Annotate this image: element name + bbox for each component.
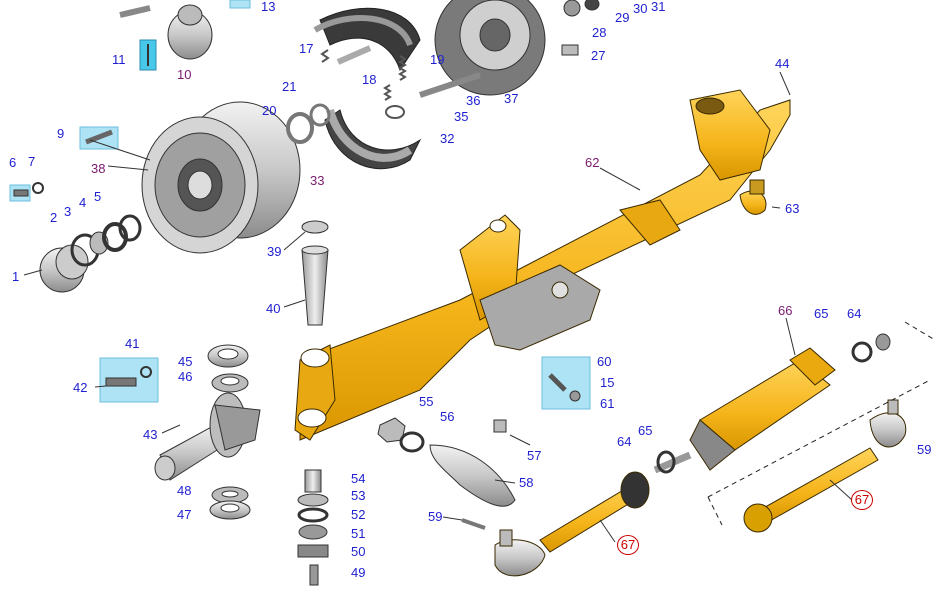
- bolt-tag-42: [99, 357, 159, 403]
- callout-61[interactable]: 61: [600, 396, 615, 411]
- callout-17[interactable]: 17: [299, 41, 314, 56]
- tie-rod-upper: [743, 399, 907, 533]
- brake-drum: [141, 101, 301, 254]
- callout-20[interactable]: 20: [262, 103, 277, 118]
- clip-17: [320, 49, 330, 63]
- callout-27[interactable]: 27: [591, 48, 606, 63]
- steering-arm-63: [739, 179, 767, 215]
- assembly-bracket-outline: [707, 321, 935, 526]
- callout-48[interactable]: 48: [177, 483, 192, 498]
- callout-51[interactable]: 51: [351, 526, 366, 541]
- callout-47[interactable]: 47: [177, 507, 192, 522]
- callout-67-upper[interactable]: 67: [851, 490, 873, 510]
- callout-35[interactable]: 35: [454, 109, 469, 124]
- callout-56[interactable]: 56: [440, 409, 455, 424]
- callout-60[interactable]: 60: [597, 354, 612, 369]
- callout-7[interactable]: 7: [28, 154, 36, 169]
- callout-64-lower[interactable]: 64: [617, 434, 632, 449]
- callout-45[interactable]: 45: [178, 354, 193, 369]
- callout-64-upper[interactable]: 64: [847, 306, 862, 321]
- callout-43[interactable]: 43: [143, 427, 158, 442]
- callout-55[interactable]: 55: [419, 394, 434, 409]
- callout-44[interactable]: 44: [775, 56, 790, 71]
- callout-37[interactable]: 37: [504, 91, 519, 106]
- callout-42[interactable]: 42: [73, 380, 88, 395]
- callout-58[interactable]: 58: [519, 475, 534, 490]
- hub-cap-and-seals: [9, 182, 142, 293]
- callout-62[interactable]: 62: [585, 155, 600, 170]
- return-springs: [383, 55, 407, 119]
- steering-knuckle: [154, 392, 261, 481]
- callout-10[interactable]: 10: [177, 67, 192, 82]
- callout-29[interactable]: 29: [615, 10, 630, 25]
- callout-59-lower[interactable]: 59: [428, 509, 443, 524]
- callout-49[interactable]: 49: [351, 565, 366, 580]
- wheel-stud: [79, 126, 119, 150]
- pin-and-nut-top-left: [119, 0, 251, 71]
- callout-18[interactable]: 18: [362, 72, 377, 87]
- callout-66[interactable]: 66: [778, 303, 793, 318]
- king-pin: [301, 220, 329, 326]
- callout-57[interactable]: 57: [527, 448, 542, 463]
- callout-36[interactable]: 36: [466, 93, 481, 108]
- callout-11[interactable]: 11: [112, 52, 126, 67]
- callout-3[interactable]: 3: [64, 204, 72, 219]
- callout-19[interactable]: 19: [430, 52, 445, 67]
- callout-13[interactable]: 13: [261, 0, 276, 14]
- brake-shoes: [286, 7, 422, 170]
- callout-31[interactable]: 31: [651, 0, 666, 14]
- callout-52[interactable]: 52: [351, 507, 366, 522]
- callout-65-upper[interactable]: 65: [814, 306, 829, 321]
- callout-63[interactable]: 63: [785, 201, 800, 216]
- callout-30[interactable]: 30: [633, 1, 648, 16]
- axle-beam: [294, 89, 791, 441]
- callout-40[interactable]: 40: [266, 301, 281, 316]
- power-cylinder: [653, 333, 891, 474]
- bolt-stack: [297, 469, 329, 586]
- callout-59-right[interactable]: 59: [917, 442, 932, 457]
- callout-5[interactable]: 5: [94, 189, 102, 204]
- callout-21[interactable]: 21: [282, 79, 297, 94]
- tie-rod-lower: [494, 471, 650, 577]
- pitman-arm: [429, 419, 516, 530]
- callout-39[interactable]: 39: [267, 244, 282, 259]
- callout-65-lower[interactable]: 65: [638, 423, 653, 438]
- callout-33[interactable]: 33: [310, 173, 325, 188]
- callout-2[interactable]: 2: [50, 210, 58, 225]
- callout-15[interactable]: 15: [600, 375, 615, 390]
- callout-1[interactable]: 1: [12, 269, 20, 284]
- callout-46[interactable]: 46: [178, 369, 193, 384]
- leader-lines: [23, 71, 853, 543]
- callout-6[interactable]: 6: [9, 155, 17, 170]
- callout-9[interactable]: 9: [57, 126, 65, 141]
- callout-54[interactable]: 54: [351, 471, 366, 486]
- bolt-tag-60: [541, 356, 591, 410]
- callout-28[interactable]: 28: [592, 25, 607, 40]
- callout-38[interactable]: 38: [91, 161, 106, 176]
- callout-50[interactable]: 50: [351, 544, 366, 559]
- callout-53[interactable]: 53: [351, 488, 366, 503]
- backing-plate: [419, 0, 600, 98]
- callout-32[interactable]: 32: [440, 131, 455, 146]
- callout-4[interactable]: 4: [79, 195, 87, 210]
- nut-and-washer: [377, 417, 425, 453]
- callout-41[interactable]: 41: [125, 336, 140, 351]
- callout-67-lower[interactable]: 67: [617, 535, 639, 555]
- kingpin-bearings: [207, 344, 251, 520]
